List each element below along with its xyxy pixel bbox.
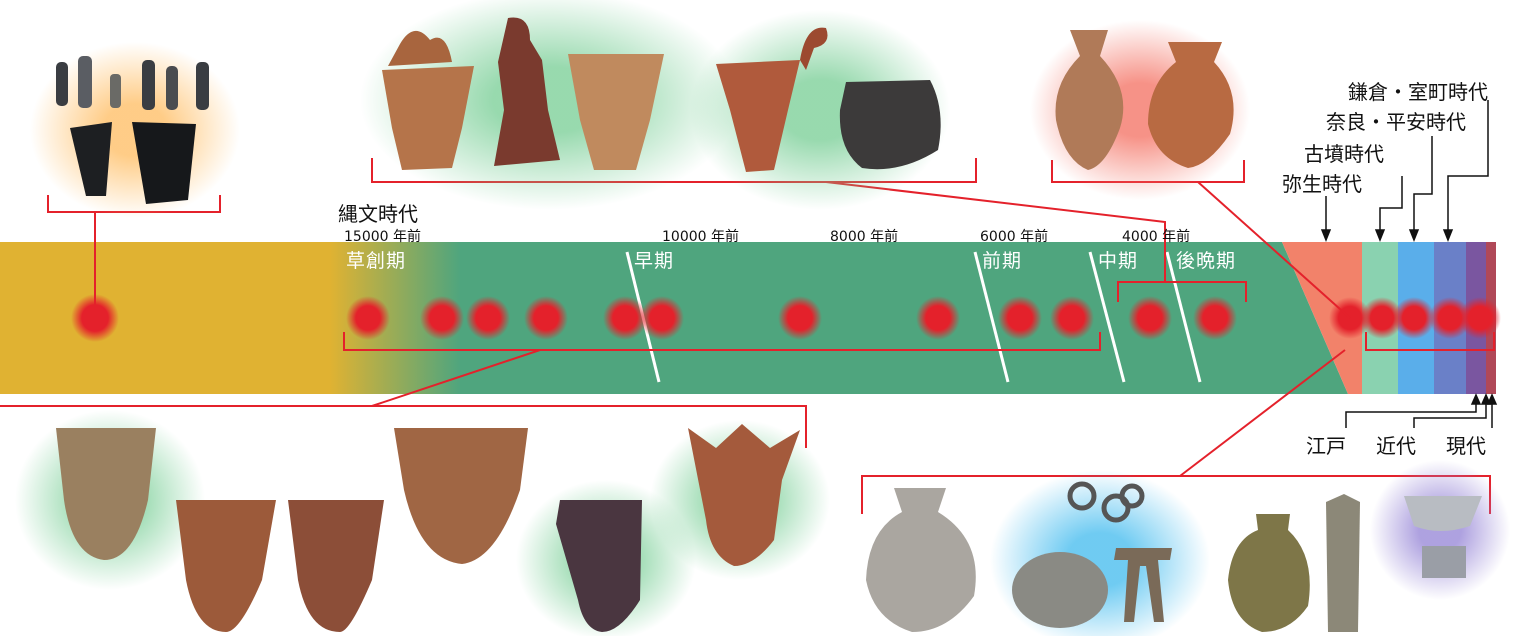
year-4000: 4000 年前	[1122, 226, 1190, 246]
find-marker	[420, 296, 464, 340]
pointer-kofun	[1380, 176, 1402, 234]
find-marker	[998, 296, 1042, 340]
arrow-kofun	[1376, 230, 1384, 240]
year-6000: 6000 年前	[980, 226, 1048, 246]
historic-artifacts	[866, 460, 1510, 636]
find-marker	[1193, 296, 1237, 340]
period-kamakura-muromachi: 鎌倉・室町時代	[1348, 76, 1488, 105]
period-kofun: 古墳時代	[1304, 138, 1384, 167]
find-marker	[640, 296, 684, 340]
find-marker	[1393, 297, 1435, 339]
paleolithic-stone-tools	[30, 42, 240, 218]
period-edo: 江戸	[1306, 430, 1346, 459]
pointer-nara-heian	[1414, 136, 1432, 234]
find-marker	[1050, 296, 1094, 340]
arrow-kamakura	[1444, 230, 1452, 240]
period-yayoi: 弥生時代	[1282, 168, 1362, 197]
jomon-period-label: 縄文時代	[338, 198, 418, 227]
pointer-edo	[1346, 402, 1476, 428]
period-kindai: 近代	[1376, 430, 1416, 459]
find-marker	[1128, 296, 1172, 340]
subperiod-koubanki: 後晩期	[1176, 246, 1236, 273]
subperiod-sosoki: 草創期	[346, 246, 406, 273]
arrow-nara-heian	[1410, 230, 1418, 240]
year-10000: 10000 年前	[662, 226, 739, 246]
find-marker	[524, 296, 568, 340]
subperiod-soki: 早期	[634, 246, 674, 273]
timeline-band	[0, 242, 1496, 394]
year-8000: 8000 年前	[830, 226, 898, 246]
jomon-middle-pottery	[360, 0, 950, 210]
jomon-early-pottery	[15, 410, 830, 636]
period-gendai: 現代	[1446, 430, 1486, 459]
period-nara-heian: 奈良・平安時代	[1326, 106, 1466, 135]
subperiod-chuki: 中期	[1098, 246, 1138, 273]
find-marker	[346, 296, 390, 340]
find-marker	[466, 296, 510, 340]
arrow-yayoi	[1322, 230, 1330, 240]
subperiod-zenki: 前期	[982, 246, 1022, 273]
paleolithic-band	[0, 242, 330, 394]
year-15000: 15000 年前	[344, 226, 421, 246]
yayoi-jars	[1030, 20, 1250, 200]
arrow-edo	[1472, 395, 1480, 404]
arrow-gendai	[1488, 395, 1496, 404]
find-marker	[916, 296, 960, 340]
pointer-kindai	[1414, 402, 1486, 428]
find-marker	[778, 296, 822, 340]
